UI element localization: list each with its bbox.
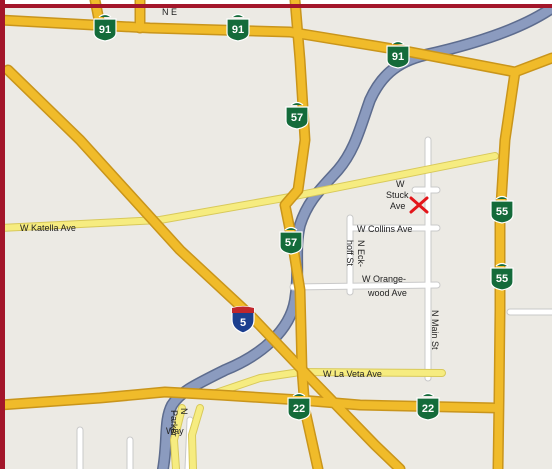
label-orangewood-2: wood Ave (367, 288, 407, 298)
svg-text:55: 55 (496, 206, 508, 218)
label-parker-2: Parker (169, 410, 179, 437)
svg-text:91: 91 (99, 24, 111, 36)
frame-top (0, 4, 552, 8)
label-eckhoff-2: hoff St (345, 240, 355, 266)
svg-text:5: 5 (240, 317, 246, 329)
label-n-main-st: N Main St (430, 310, 440, 350)
svg-text:22: 22 (422, 403, 434, 415)
label-stuck-3: Ave (390, 201, 405, 211)
sr91-shield-1: 91 (93, 13, 117, 42)
sr91-shield-3: 91 (386, 40, 410, 69)
svg-text:91: 91 (392, 51, 404, 63)
label-w-collins-ave: W Collins Ave (357, 224, 412, 234)
sr55-shield-2: 55 (490, 262, 514, 291)
top-strip (0, 0, 552, 7)
label-w-la-veta-ave: W La Veta Ave (323, 369, 382, 379)
svg-text:91: 91 (232, 24, 244, 36)
street-labels: W Katella Ave W Stuck Ave W Collins Ave … (20, 7, 440, 437)
label-parker-3: Way (166, 426, 184, 436)
frame-left (0, 0, 5, 469)
sr57-shield-1: 57 (285, 101, 309, 130)
sr22-shield-1: 22 (287, 392, 311, 421)
label-w-katella-ave: W Katella Ave (20, 223, 76, 233)
svg-text:22: 22 (293, 403, 305, 415)
label-orangewood-1: W Orange- (362, 274, 406, 284)
label-stuck-1: W (396, 179, 405, 189)
sr91-shield-2: 91 (226, 13, 250, 42)
label-parker-1: N (179, 408, 189, 415)
svg-text:57: 57 (285, 237, 297, 249)
arterial-roads (0, 152, 499, 469)
label-stuck-2: Stuck (386, 190, 409, 200)
sr55-shield-1: 55 (490, 195, 514, 224)
i5-shield-icon: 5 (231, 305, 255, 334)
svg-text:55: 55 (496, 273, 508, 285)
frame-top-gap (380, 0, 552, 4)
route-shields: 91 91 91 57 57 55 55 (93, 13, 514, 421)
label-eckhoff-1: N Eck- (356, 240, 366, 267)
label-top-partial: N E (162, 7, 177, 17)
svg-text:57: 57 (291, 112, 303, 124)
location-x-icon[interactable] (409, 196, 429, 214)
sr22-shield-2: 22 (416, 392, 440, 421)
sr57-shield-2: 57 (279, 226, 303, 255)
